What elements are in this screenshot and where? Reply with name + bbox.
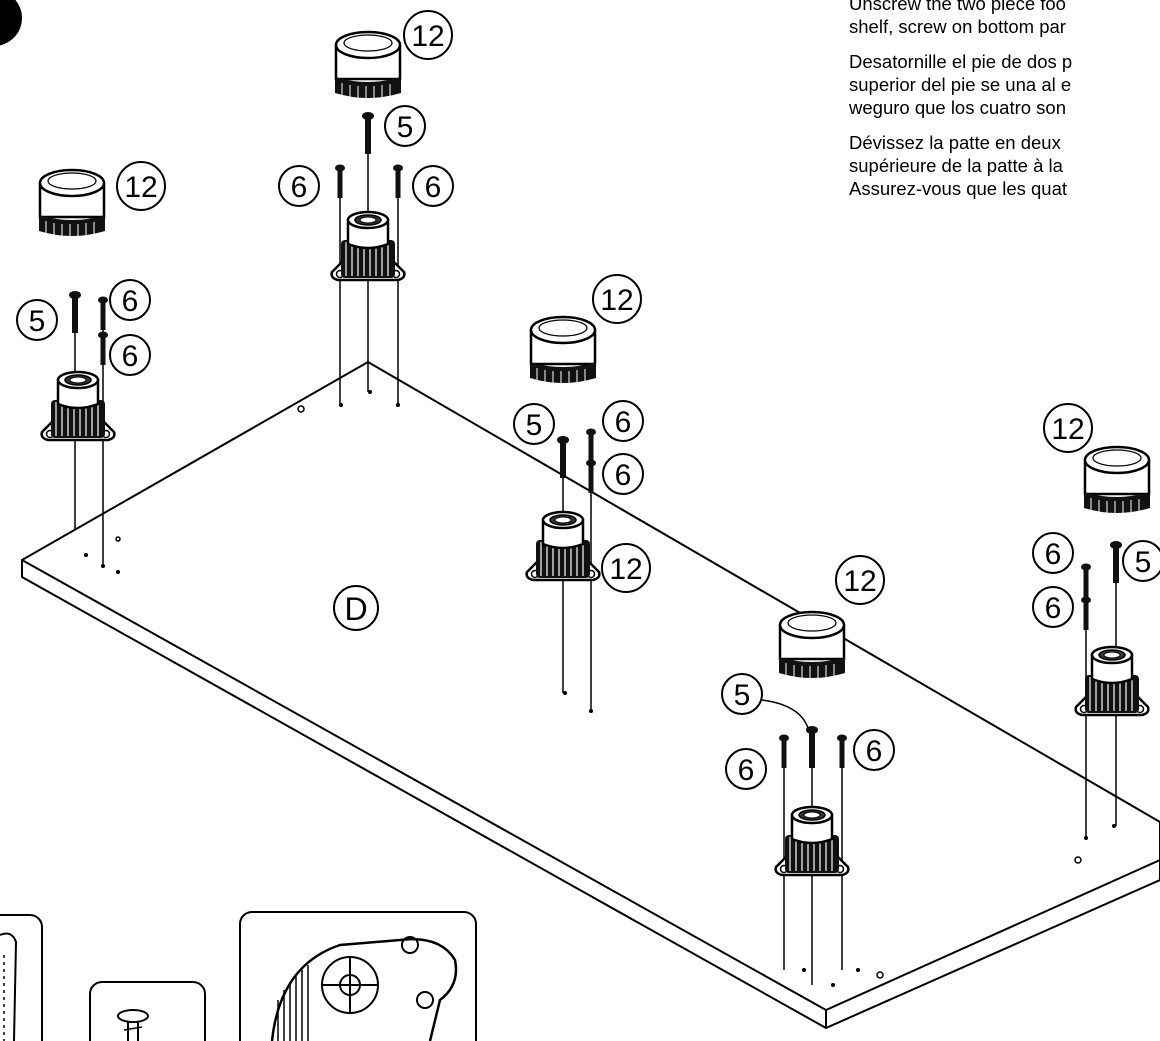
cap-part [37,168,107,238]
callout-screw: 6 [866,735,883,768]
step-number-badge [0,0,22,46]
callout-cap: 12 [124,171,157,204]
cap-part [333,30,403,100]
panel-label: D [344,591,367,627]
callout-bolt: 5 [397,111,414,144]
instruction-line: weguro que los cuatro son [849,97,1066,118]
bolt-part [362,112,374,154]
instruction-line: Desatornille el pie de dos p [849,51,1073,72]
callout-bolt: 5 [526,409,543,442]
callout-cap: 12 [411,20,444,53]
panel-label-circle [333,585,379,631]
callout-screw: 6 [425,171,442,204]
instructions-french: Dévissez la patte en deux supérieure de … [849,131,1160,200]
callout-screw: 6 [615,406,632,439]
instruction-line: superior del pie se una al e [849,74,1072,95]
callout-screw: 6 [122,285,139,318]
callout-bolt: 5 [29,305,46,338]
screw-part [335,164,345,198]
screw-part [1081,563,1091,597]
instructions-english: Unscrew the two piece foo shelf, screw o… [849,0,1160,38]
callout-bolt: 5 [1135,546,1152,579]
instruction-line: Unscrew the two piece foo [849,0,1066,14]
instruction-line: Dévissez la patte en deux [849,132,1061,153]
callout-cap: 12 [843,565,876,598]
callout-screw: 6 [1045,538,1062,571]
cap-part [777,610,847,680]
instructions-panel: Unscrew the two piece foo shelf, screw o… [849,0,1160,212]
callout-screw: 6 [738,754,755,787]
detail-inset-1 [0,914,43,1041]
bolt-part [1110,541,1122,583]
instruction-line: supérieure de la patte à la [849,155,1063,176]
callout-screw: 6 [291,171,308,204]
screw-part [393,164,403,198]
instruction-line: Assurez-vous que les quat [849,178,1068,199]
cap-part [1082,445,1152,515]
callout-cap: 12 [609,553,642,586]
callout-cap: 12 [600,284,633,317]
screw-part [98,296,108,330]
instructions-spanish: Desatornille el pie de dos p superior de… [849,50,1160,119]
screw-part [586,428,596,462]
screw-part [1081,596,1091,630]
foot-part [330,210,406,282]
callout-screw: 6 [615,459,632,492]
instruction-line: shelf, screw on bottom par [849,16,1066,37]
callout-screw: 6 [122,340,139,373]
cap-part [528,315,598,385]
screw-part [586,459,596,493]
callout-cap: 12 [1051,413,1084,446]
callout-screw: 6 [1045,592,1062,625]
detail-inset-3 [239,911,477,1041]
screw-part [98,331,108,365]
detail-inset-2 [89,981,206,1041]
callout-bolt: 5 [734,679,751,712]
bolt-part [69,291,81,333]
